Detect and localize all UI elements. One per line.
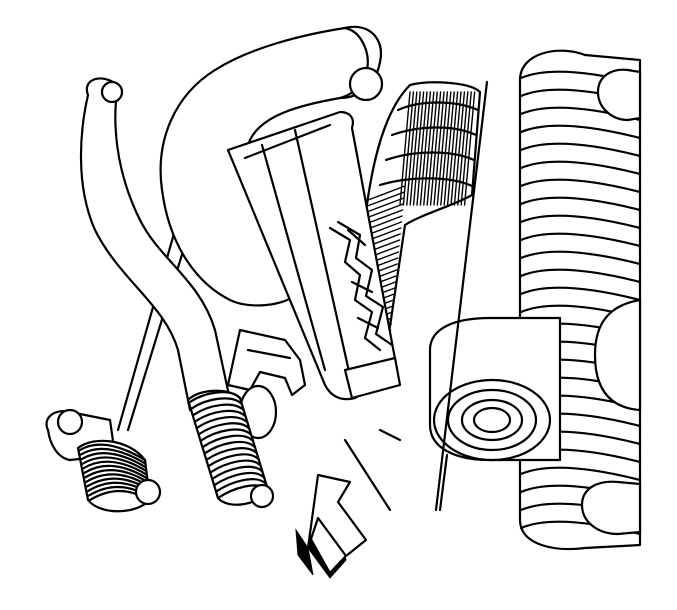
spring-left-coils bbox=[78, 443, 151, 502]
round-bushing bbox=[428, 316, 562, 462]
corrugated-hose-right bbox=[518, 49, 642, 551]
left-thin-tube bbox=[79, 77, 232, 412]
mounting-bracket bbox=[226, 328, 307, 440]
small-fitting-left bbox=[45, 408, 162, 513]
spring-center-coils bbox=[188, 391, 270, 500]
hose-end-top bbox=[596, 68, 642, 122]
spring-sleeve-center bbox=[186, 389, 275, 509]
hose-end-bottom bbox=[580, 480, 642, 536]
connector-body bbox=[226, 110, 402, 401]
hose-end-middle bbox=[593, 298, 642, 412]
direction-arrow-icon bbox=[295, 473, 368, 579]
